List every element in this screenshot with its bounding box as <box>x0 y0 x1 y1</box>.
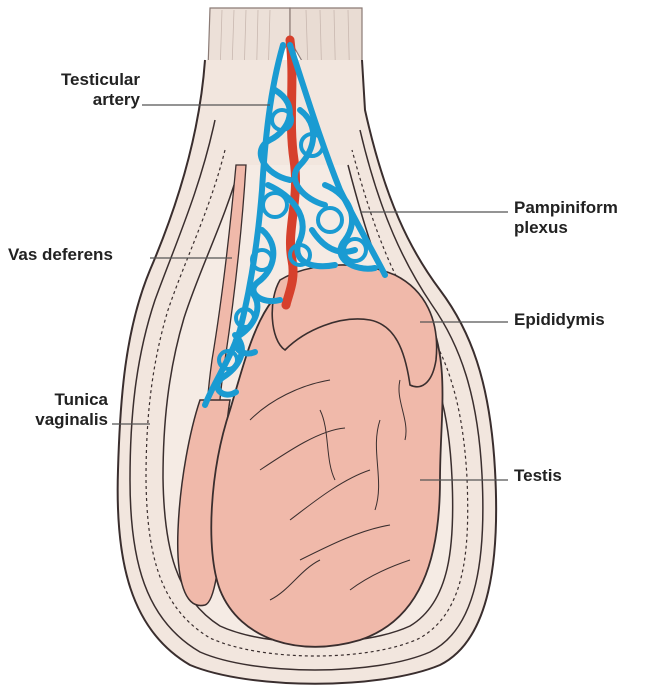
label-testicular-artery: Testicular artery <box>30 70 140 110</box>
label-testis: Testis <box>514 466 562 486</box>
label-tunica-vaginalis: Tunica vaginalis <box>4 390 108 430</box>
label-pampiniform-plexus: Pampiniform plexus <box>514 198 618 238</box>
label-vas-deferens: Vas deferens <box>8 245 113 265</box>
label-epididymis: Epididymis <box>514 310 605 330</box>
